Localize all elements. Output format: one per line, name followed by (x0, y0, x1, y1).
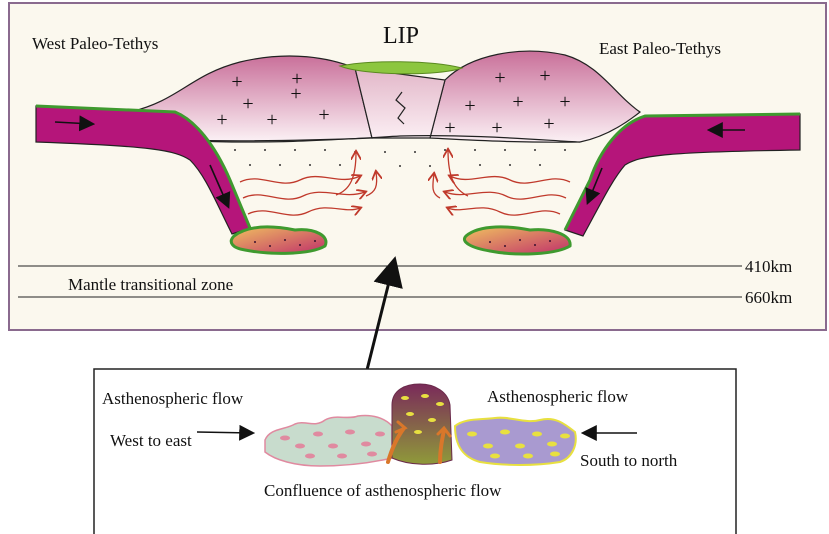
plus-symbol: + (512, 91, 523, 113)
label-west-paleo-tethys: West Paleo-Tethys (32, 34, 158, 53)
west-to-east-arrow (197, 432, 252, 433)
plus-symbol: + (266, 109, 277, 131)
plus-symbol: + (290, 83, 301, 105)
label-660km: 660km (745, 288, 792, 307)
plus-symbol: + (216, 109, 227, 131)
plus-symbol: + (231, 71, 242, 93)
label-flow-left: Asthenospheric flow (102, 389, 244, 408)
east-stagnant-blob (464, 227, 570, 254)
plus-symbol: + (242, 93, 253, 115)
east-flow-body (455, 418, 576, 465)
plus-symbol: + (464, 95, 475, 117)
west-stagnant-blob (231, 227, 326, 253)
plus-symbol: + (491, 117, 502, 139)
plus-symbol: + (559, 91, 570, 113)
plus-symbol: + (539, 65, 550, 87)
plus-symbol: + (494, 67, 505, 89)
top-panel: + + + + + + + + + + + + + + + (9, 3, 826, 382)
label-east-paleo-tethys: East Paleo-Tethys (599, 39, 721, 58)
plus-symbol: + (444, 117, 455, 139)
label-mantle-transitional-zone: Mantle transitional zone (68, 275, 233, 294)
label-410km: 410km (745, 257, 792, 276)
label-south-to-north: South to north (580, 451, 678, 470)
label-lip: LIP (383, 23, 419, 49)
label-flow-right: Asthenospheric flow (487, 387, 629, 406)
label-west-to-east: West to east (110, 431, 192, 450)
plus-symbol: + (318, 104, 329, 126)
bottom-panel: Asthenospheric flow Asthenospheric flow … (94, 369, 736, 534)
plus-symbol: + (543, 113, 554, 135)
label-confluence: Confluence of asthenospheric flow (264, 481, 502, 500)
